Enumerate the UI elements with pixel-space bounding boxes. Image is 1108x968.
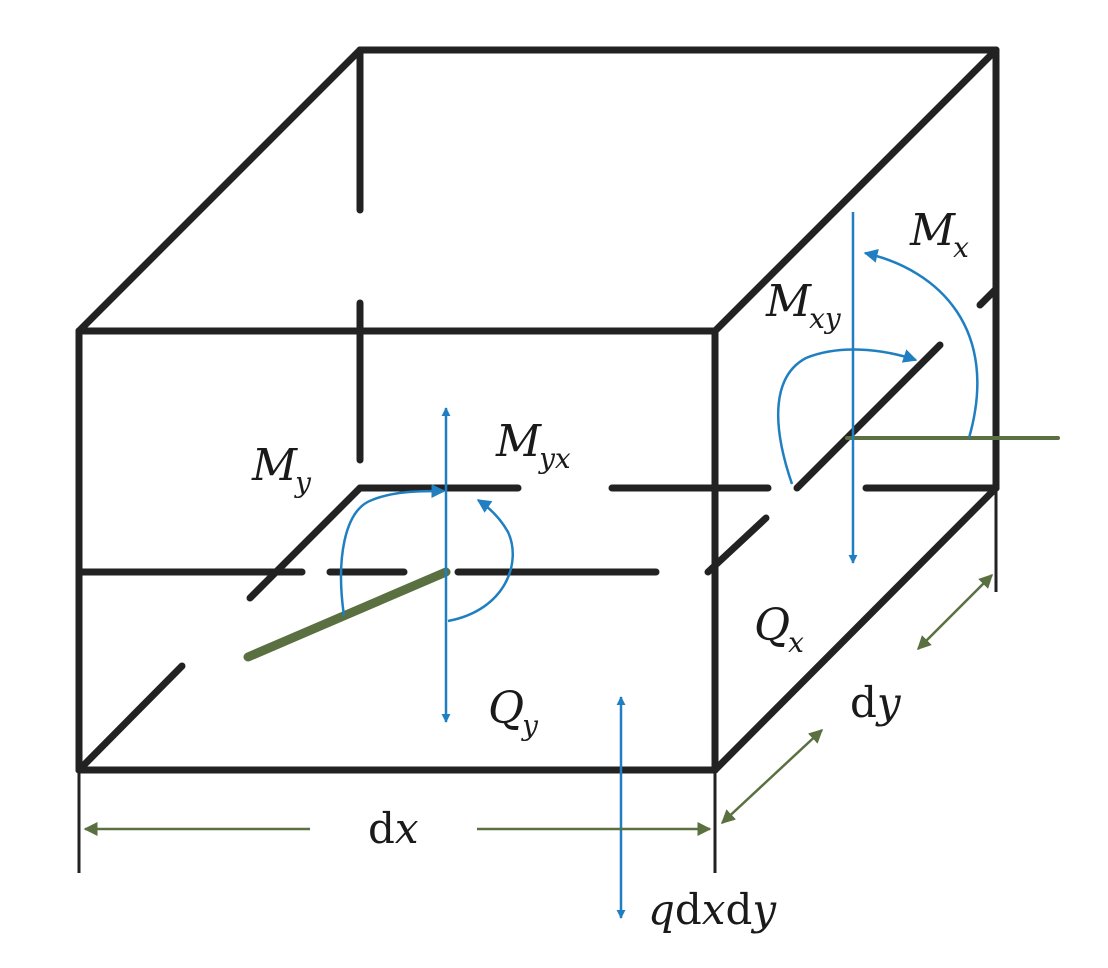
label-qy: Qy <box>488 683 539 742</box>
mxy-moment-arrow <box>777 348 918 485</box>
hidden-edges <box>75 46 1000 774</box>
bottom-left-diagonal-lower <box>75 662 186 774</box>
label-myx: Myx <box>495 416 571 475</box>
top-left-diagonal <box>75 46 364 335</box>
dy-dimension-lower <box>720 729 824 824</box>
load-rods <box>243 436 1060 662</box>
label-dx: dx <box>368 804 419 853</box>
front-face-actions <box>339 407 514 723</box>
mid-plane-right-diagonal <box>793 341 944 492</box>
cube-edges <box>75 46 1000 774</box>
side-face-actions <box>777 212 979 564</box>
dimensions <box>77 488 998 873</box>
label-dy: dy <box>850 678 902 727</box>
bottom-right-diagonal <box>711 484 1000 774</box>
label-my: My <box>251 440 312 499</box>
my-moment-arrow <box>339 484 446 617</box>
front-load-rod <box>243 567 451 662</box>
bottom-left-diagonal-upper <box>246 484 364 602</box>
label-mxy: Mxy <box>765 276 842 335</box>
label-qx: Qx <box>754 600 804 659</box>
dy-dimension-upper <box>917 574 993 650</box>
top-right-diagonal <box>711 46 1000 335</box>
label-load: qdxdy <box>648 885 777 934</box>
back-right-tick <box>976 285 1000 309</box>
myx-moment-arrow <box>447 498 514 623</box>
mid-plane-dash-3 <box>704 514 770 576</box>
mx-moment-arrow <box>863 248 979 439</box>
label-mx: Mx <box>909 205 969 264</box>
